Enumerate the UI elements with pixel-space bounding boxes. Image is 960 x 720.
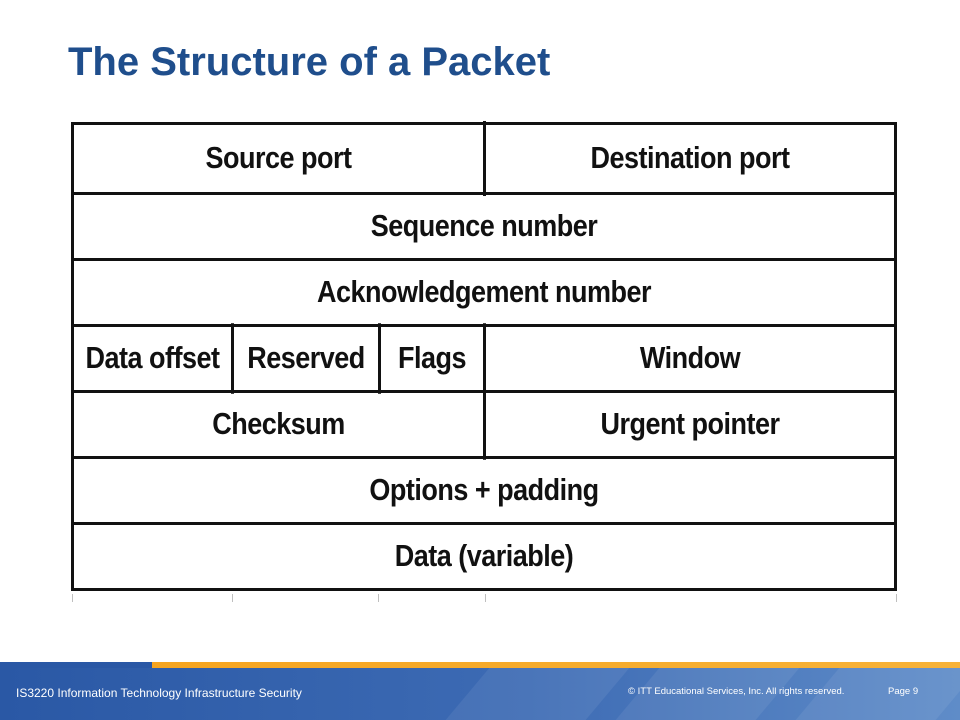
field-sequence-number: Sequence number bbox=[370, 209, 598, 243]
footer-accent-tab bbox=[0, 662, 152, 668]
packet-structure-table: Source port Destination port Sequence nu… bbox=[71, 120, 897, 591]
field-reserved: Reserved bbox=[234, 323, 381, 394]
packet-row-acknowledgement: Acknowledgement number bbox=[74, 258, 894, 324]
footer-decoration bbox=[445, 662, 635, 720]
slide-title: The Structure of a Packet bbox=[68, 40, 551, 84]
field-data-offset: Data offset bbox=[74, 323, 234, 394]
packet-row-checksum: Checksum Urgent pointer bbox=[74, 389, 894, 460]
footer-course-name: IS3220 Information Technology Infrastruc… bbox=[16, 686, 302, 700]
field-acknowledgement-number: Acknowledgement number bbox=[316, 275, 652, 309]
field-flags: Flags bbox=[381, 323, 486, 394]
packet-row-control: Data offset Reserved Flags Window bbox=[74, 323, 894, 394]
packet-row-ports: Source port Destination port bbox=[74, 120, 894, 197]
packet-row-options: Options + padding bbox=[74, 456, 894, 522]
field-data: Data (variable) bbox=[394, 539, 574, 573]
footer-bar bbox=[0, 662, 960, 720]
packet-row-data: Data (variable) bbox=[74, 522, 894, 588]
field-destination-port: Destination port bbox=[590, 141, 791, 175]
field-urgent-pointer: Urgent pointer bbox=[600, 407, 781, 441]
field-checksum: Checksum bbox=[74, 389, 486, 460]
footer-page-number: Page 9 bbox=[888, 686, 919, 697]
field-window: Window bbox=[639, 341, 741, 375]
packet-row-sequence: Sequence number bbox=[74, 192, 894, 258]
footer-copyright: © ITT Educational Services, Inc. All rig… bbox=[628, 686, 845, 697]
footer-accent-stripe bbox=[0, 662, 960, 668]
field-source-port: Source port bbox=[74, 120, 486, 197]
field-options-padding: Options + padding bbox=[369, 473, 599, 507]
